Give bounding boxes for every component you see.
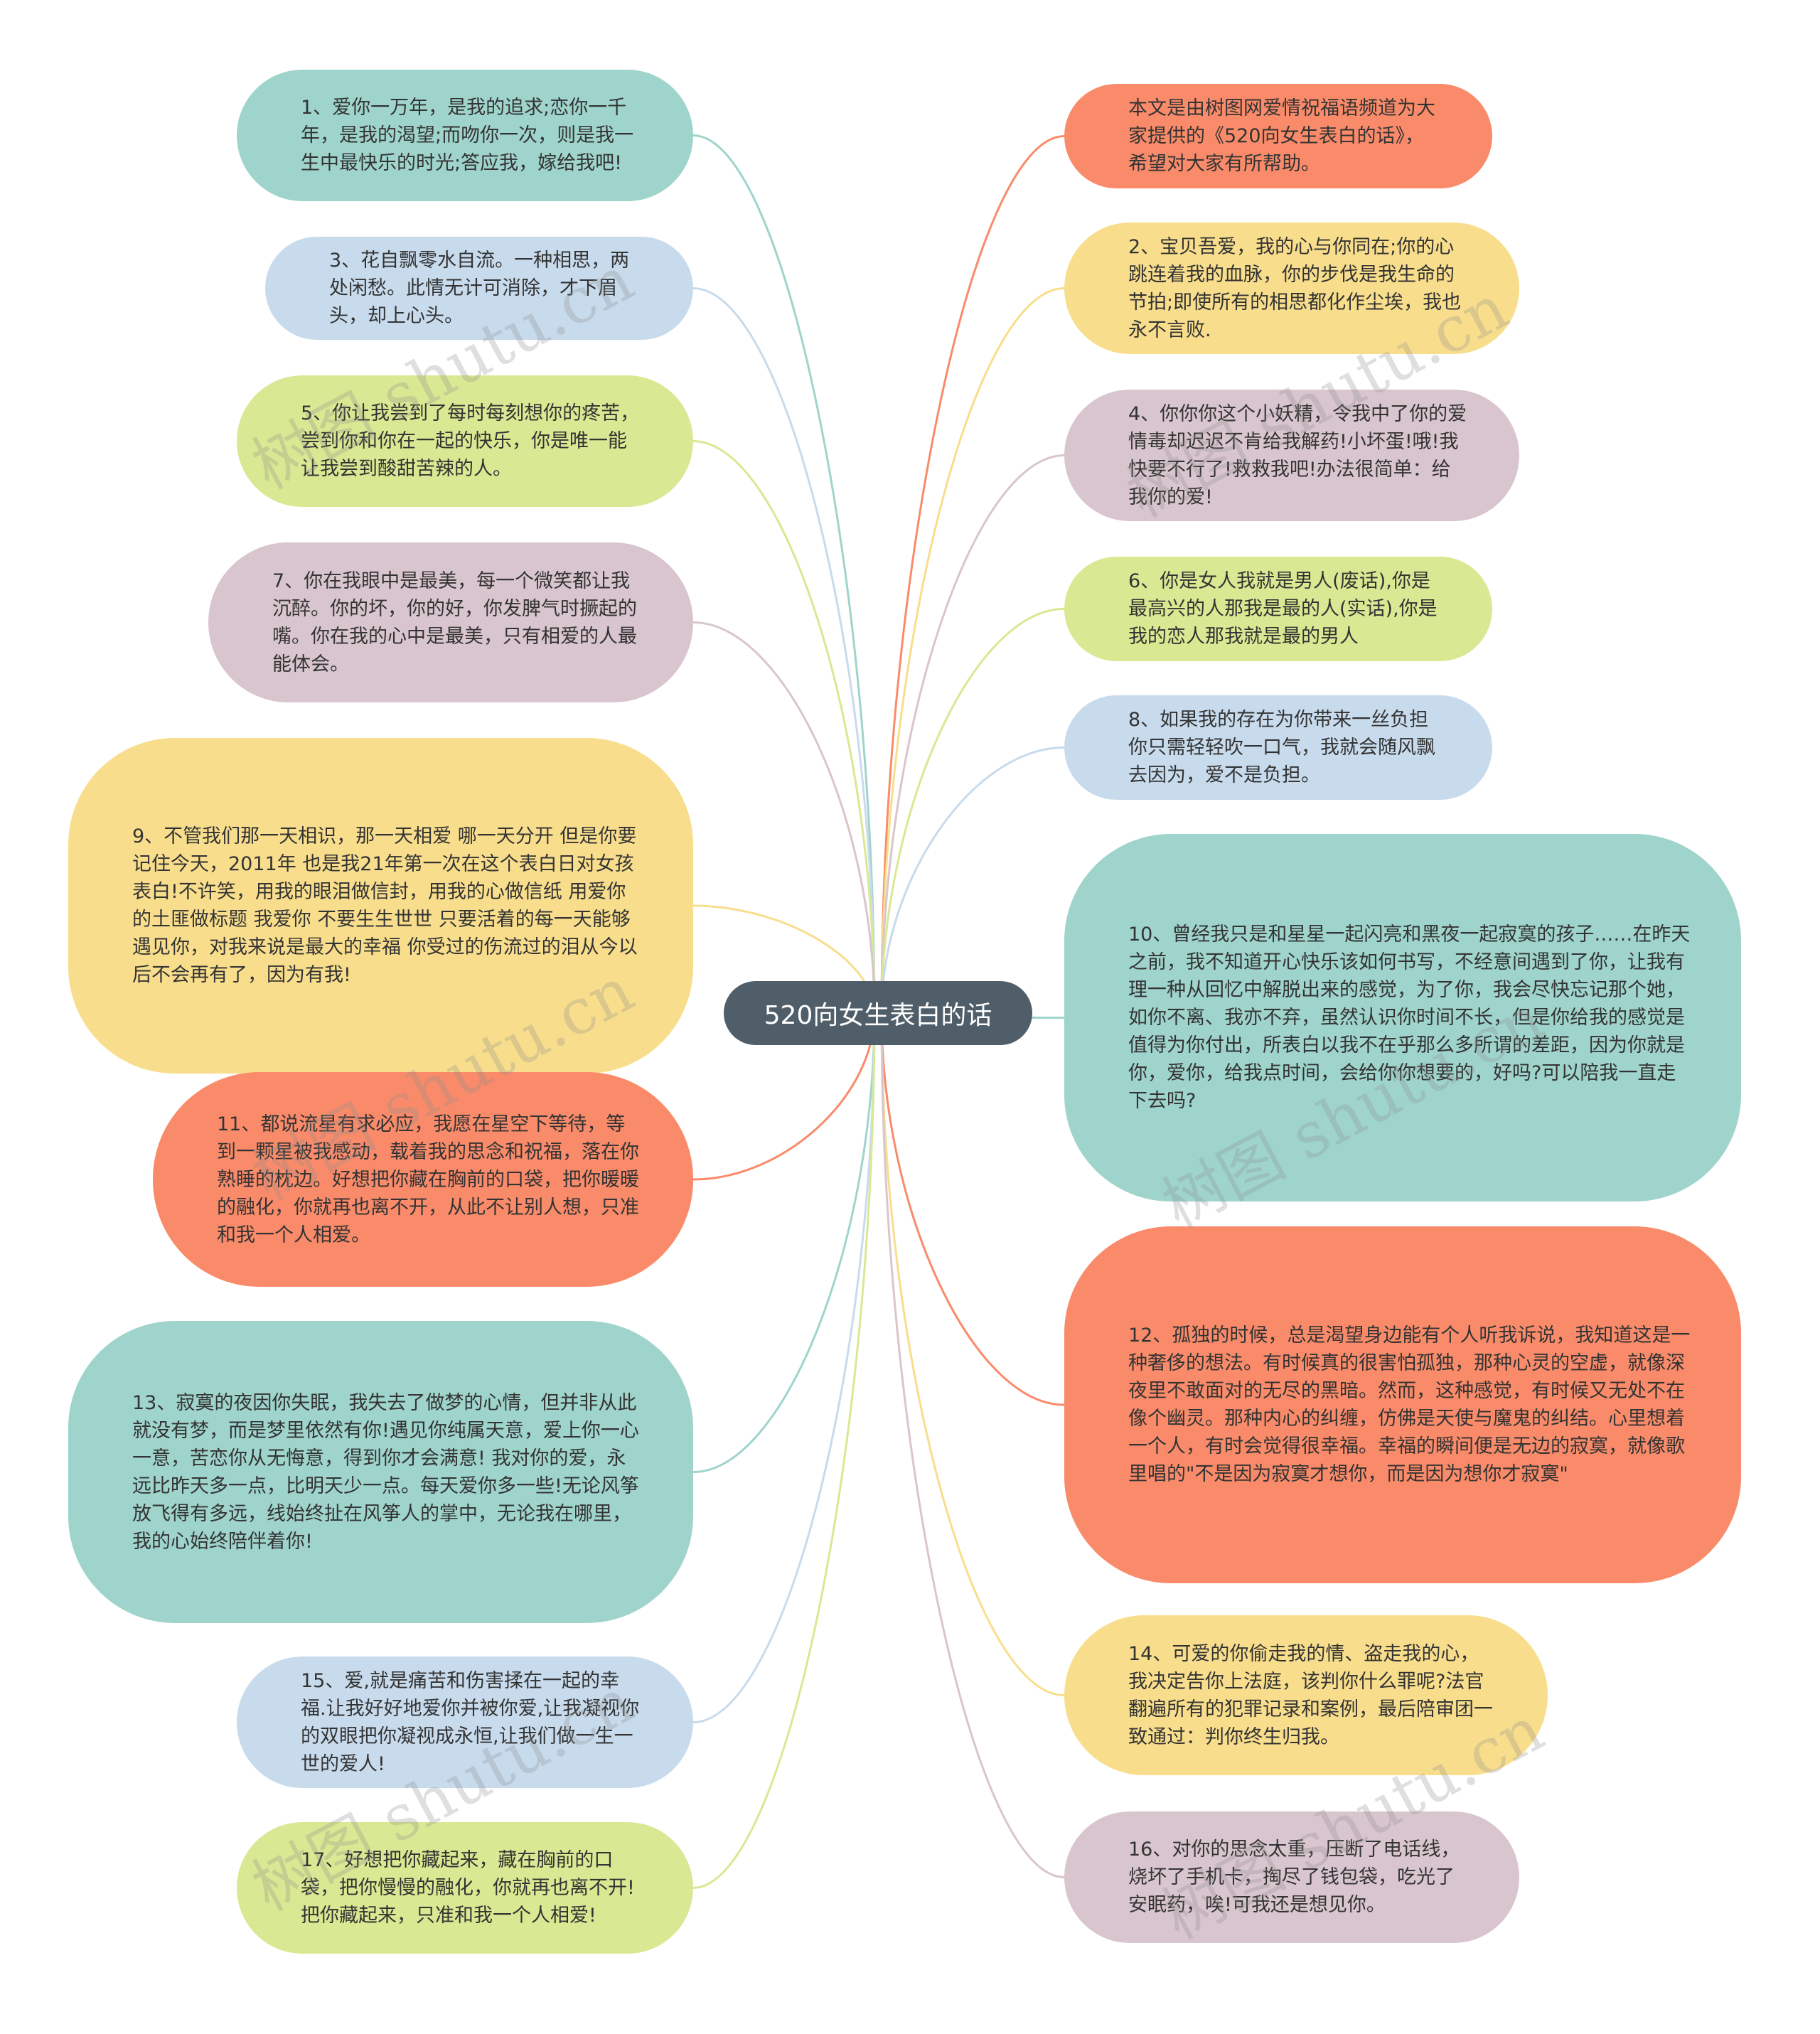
connector-line: [692, 134, 876, 1014]
connector-line: [692, 1012, 876, 1473]
topic-node-12[interactable]: 12、孤独的时候，总是渴望身边能有个人听我诉说，我知道这是一种奢侈的想法。有时候…: [1064, 1226, 1741, 1583]
connector-line: [880, 454, 1065, 1014]
topic-node-11[interactable]: 11、都说流星有求必应，我愿在星空下等待，等到一颗星被我感动，载着我的思念和祝福…: [153, 1072, 693, 1287]
connector-line: [880, 287, 1065, 1014]
connector-line: [692, 1012, 876, 1181]
connector-line: [880, 135, 1065, 1014]
connector-line: [692, 621, 876, 1014]
topic-node-intro[interactable]: 本文是由树图网爱情祝福语频道为大家提供的《520向女生表白的话》，希望对大家有所…: [1064, 84, 1492, 188]
topic-node-15[interactable]: 15、爱,就是痛苦和伤害揉在一起的幸福.让我好好地爱你并被你爱,让我凝视你的双眼…: [237, 1656, 693, 1788]
topic-node-14[interactable]: 14、可爱的你偷走我的情、盗走我的心，我决定告你上法庭，该判你什么罪呢?法官翻遍…: [1064, 1615, 1548, 1775]
connector-line: [880, 608, 1065, 1014]
topic-node-7[interactable]: 7、你在我眼中是最美，每一个微笑都让我沉醉。你的坏，你的好，你发脾气时撅起的嘴。…: [208, 542, 693, 702]
connector-line: [880, 746, 1065, 1014]
topic-node-6[interactable]: 6、你是女人我就是男人(废话),你是最高兴的人那我是最的人(实话),你是我的恋人…: [1064, 557, 1492, 661]
connector-line: [692, 1012, 876, 1889]
topic-node-5[interactable]: 5、你让我尝到了每时每刻想你的疼苦，尝到你和你在一起的快乐，你是唯一能让我尝到酸…: [237, 375, 693, 507]
topic-node-2[interactable]: 2、宝贝吾爱，我的心与你同在;你的心跳连着我的血脉，你的步伐是我生命的节拍;即使…: [1064, 223, 1519, 354]
topic-node-9[interactable]: 9、不管我们那一天相识，那一天相爱 哪一天分开 但是你要记住今天，2011年 也…: [68, 738, 693, 1074]
connector-line: [880, 1012, 1065, 1878]
topic-node-10[interactable]: 10、曾经我只是和星星一起闪亮和黑夜一起寂寞的孩子……在昨天之前，我不知道开心快…: [1064, 834, 1741, 1201]
connector-line: [880, 1012, 1065, 1406]
topic-node-17[interactable]: 17、好想把你藏起来，藏在胸前的口袋，把你慢慢的融化，你就再也离不开!把你藏起来…: [237, 1822, 693, 1954]
topic-node-13[interactable]: 13、寂寞的夜因你失眠，我失去了做梦的心情，但并非从此就没有梦，而是梦里依然有你…: [68, 1321, 693, 1623]
connector-line: [692, 440, 876, 1014]
topic-node-1[interactable]: 1、爱你一万年，是我的追求;恋你一千年，是我的渴望;而吻你一次，则是我一生中最快…: [237, 70, 693, 201]
connector-line: [692, 287, 876, 1014]
topic-node-16[interactable]: 16、对你的思念太重，压断了电话线，烧坏了手机卡，掏尽了钱包袋，吃光了安眠药，唉…: [1064, 1811, 1519, 1943]
central-topic[interactable]: 520向女生表白的话: [724, 981, 1032, 1045]
topic-node-8[interactable]: 8、如果我的存在为你带来一丝负担你只需轻轻吹一口气，我就会随风飘去因为，爱不是负…: [1064, 695, 1492, 800]
topic-node-3[interactable]: 3、花自飘零水自流。一种相思，两处闲愁。此情无计可消除，才下眉头，却上心头。: [265, 237, 693, 340]
connector-line: [880, 1012, 1065, 1696]
topic-node-4[interactable]: 4、你你你这个小妖精，令我中了你的爱情毒却迟迟不肯给我解药!小坏蛋!哦!我快要不…: [1064, 390, 1519, 521]
connector-line: [692, 1012, 876, 1723]
